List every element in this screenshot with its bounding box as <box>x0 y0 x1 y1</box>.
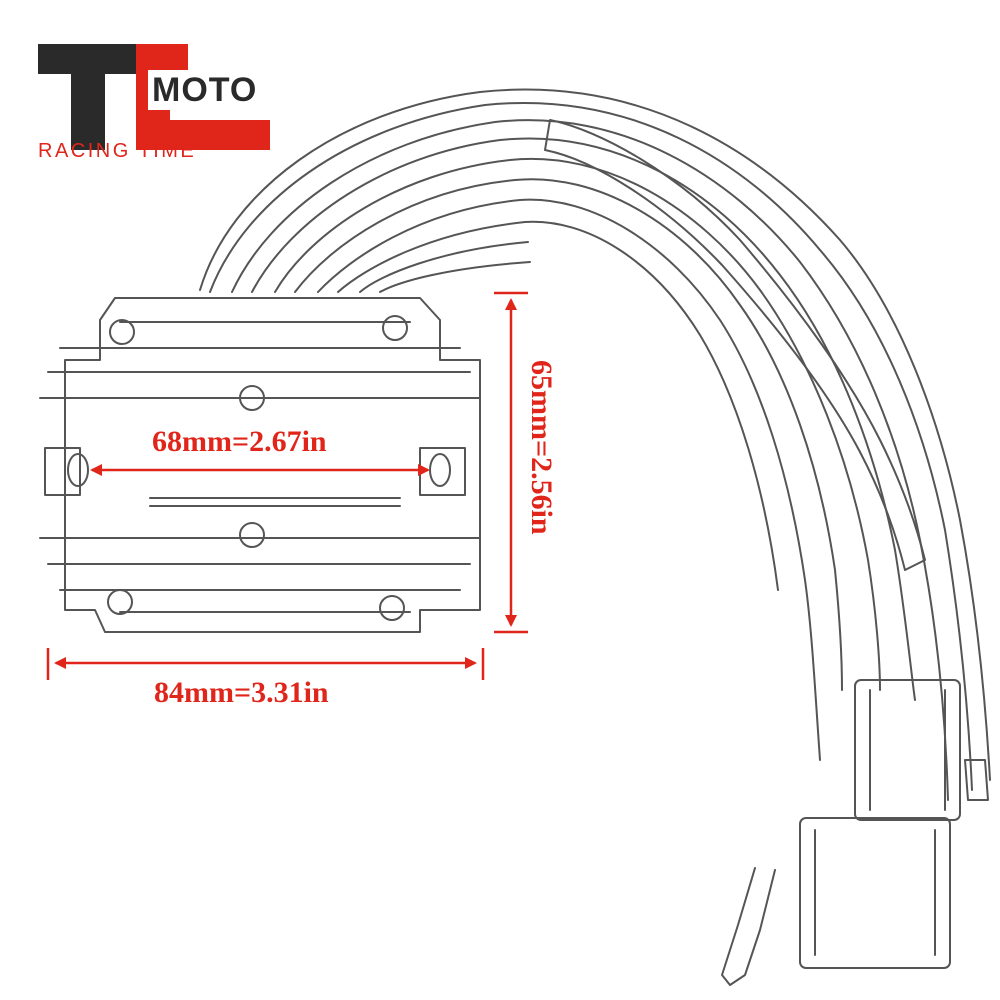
logo-letter-c <box>136 44 276 150</box>
logo-letter-t <box>38 44 138 150</box>
height-label: 65mm=2.56in <box>525 360 558 535</box>
logo-tagline: RACING TIME <box>38 140 197 162</box>
wire-harness <box>199 88 991 801</box>
width-label: 84mm=3.31in <box>154 676 329 709</box>
spade-terminal <box>721 867 776 986</box>
connector-large <box>854 679 961 821</box>
connector-small <box>799 817 951 969</box>
hole-spacing-label: 68mm=2.67in <box>152 425 327 458</box>
brand-logo: MOTO RACING TIME <box>38 40 278 170</box>
dimension-lines <box>46 291 528 680</box>
wire-sleeve <box>544 119 926 571</box>
logo-moto-text: MOTO <box>148 70 262 110</box>
regulator-body <box>39 297 481 633</box>
